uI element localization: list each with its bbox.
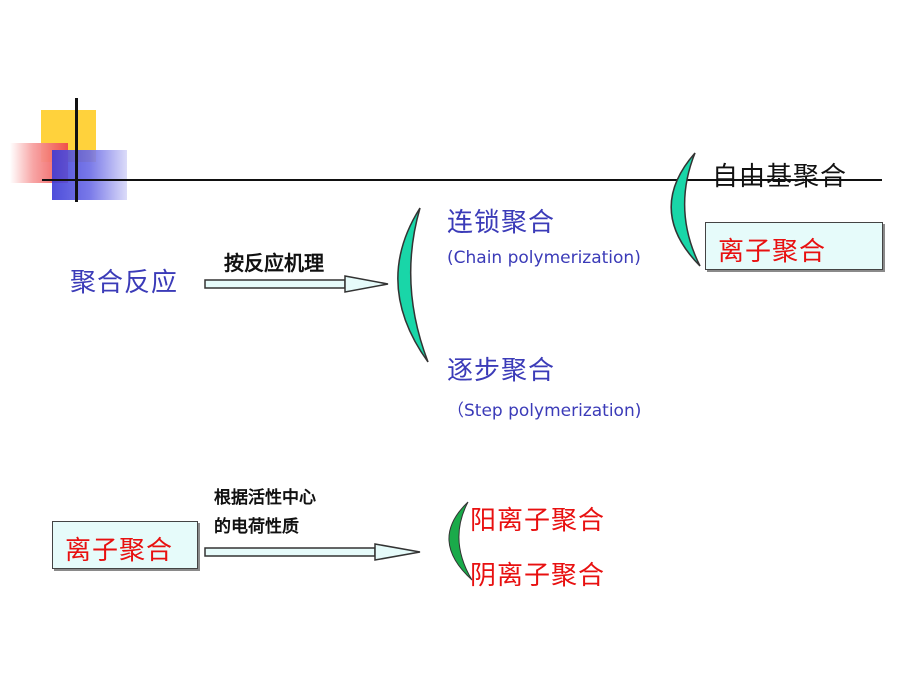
label-cationic-polymerization: 阳离子聚合	[470, 506, 606, 536]
brace-cationic-anionic	[448, 501, 473, 581]
label-by-mechanism: 按反应机理	[224, 251, 324, 275]
label-step-polymerization-english: （Step polymerization)	[447, 401, 642, 421]
ionic-polymerization-source-box: 离子聚合	[52, 521, 198, 569]
arrow-charge	[204, 543, 421, 561]
label-radical-polymerization: 自由基聚合	[712, 162, 848, 192]
ionic-polymerization-box: 离子聚合	[705, 222, 883, 270]
label-active-center-line1: 根据活性中心	[214, 488, 316, 508]
brace-radical-ionic	[670, 152, 701, 267]
arrow-mechanism	[204, 275, 389, 293]
label-step-polymerization: 逐步聚合	[447, 356, 556, 386]
label-anionic-polymerization: 阴离子聚合	[470, 561, 606, 591]
brace-chain-step	[397, 207, 429, 363]
label-ionic-polymerization: 离子聚合	[718, 237, 827, 267]
label-chain-polymerization: 连锁聚合	[447, 208, 556, 238]
decor-vertical-line	[75, 98, 78, 202]
label-active-center-line2: 的电荷性质	[214, 517, 299, 537]
header-rule	[42, 179, 882, 181]
label-ionic-polymerization-source: 离子聚合	[65, 536, 174, 566]
decor-blue-square	[52, 150, 127, 200]
label-polymerization-reaction: 聚合反应	[70, 268, 179, 298]
label-chain-polymerization-english: (Chain polymerization)	[447, 248, 641, 268]
